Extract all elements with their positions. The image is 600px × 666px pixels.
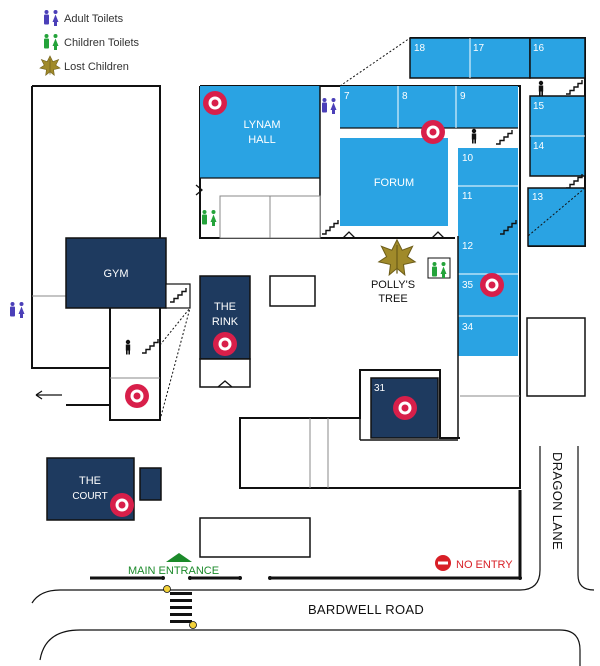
room-7-label: 7 <box>344 91 350 102</box>
adult-toilets-icon <box>10 302 25 318</box>
small-building <box>526 317 586 397</box>
lost-children-marker-icon <box>125 384 149 408</box>
person-icon <box>125 339 131 355</box>
lost-children-marker-icon <box>480 273 504 297</box>
gym[interactable]: GYM <box>65 237 167 309</box>
children-toilets-icon <box>202 210 217 226</box>
lynam-hall-label-2: HALL <box>248 134 276 146</box>
room-9-label: 9 <box>460 91 466 102</box>
pollys-tree-leaf-icon <box>378 239 416 276</box>
forum-label: FORUM <box>374 177 414 189</box>
no-entry-icon <box>435 555 451 571</box>
room-16-label: 16 <box>533 43 545 54</box>
perimeter-fence <box>90 490 522 580</box>
adult-toilets-icon <box>44 10 59 26</box>
adult-toilets-icon <box>322 98 337 114</box>
person-icon <box>471 128 477 144</box>
pedestrian-crossing <box>163 585 197 629</box>
lost-children-marker-icon <box>203 91 227 115</box>
lost-children-marker-icon <box>421 120 445 144</box>
stairs-icon <box>565 79 583 95</box>
room-35-label: 35 <box>462 280 474 291</box>
legend-children-toilets: Children Toilets <box>64 37 140 49</box>
room-11-label: 11 <box>462 191 473 202</box>
room-8-label: 8 <box>402 91 408 102</box>
stairs-icon <box>321 219 339 235</box>
the-rink[interactable]: THE RINK <box>199 275 251 388</box>
children-toilets-icon <box>44 34 59 50</box>
small-building <box>199 517 311 558</box>
lost-children-marker-icon <box>110 493 134 517</box>
court-label-1: THE <box>79 475 101 487</box>
lost-children-marker-icon <box>213 332 237 356</box>
dragon-lane-label: DRAGON LANE <box>550 452 565 550</box>
room-17-label: 17 <box>473 43 485 54</box>
gym-label: GYM <box>103 268 128 280</box>
lost-children-leaf-icon <box>39 55 61 76</box>
exit-arrow-icon <box>35 390 62 400</box>
the-court[interactable]: THE COURT <box>46 457 162 521</box>
room-13-label: 13 <box>532 192 544 203</box>
bardwell-road-label: BARDWELL ROAD <box>308 602 424 617</box>
small-building <box>269 275 316 307</box>
rink-label-1: THE <box>214 301 236 313</box>
room-31-label: 31 <box>374 383 386 394</box>
main-entrance-arrow-icon <box>166 553 192 562</box>
road-edges <box>31 446 595 666</box>
stairs-icon <box>495 129 513 145</box>
main-entrance-label[interactable]: MAIN ENTRANCE <box>128 565 219 577</box>
person-icon <box>538 80 544 96</box>
room-18-label: 18 <box>414 43 426 54</box>
room-12-label: 12 <box>462 241 474 252</box>
rink-label-2: RINK <box>212 316 239 328</box>
no-entry-label: NO ENTRY <box>456 559 513 571</box>
room-10-label: 10 <box>462 153 474 164</box>
north-east-wing: 18 17 16 15 14 13 <box>339 37 586 247</box>
room-34-label: 34 <box>462 322 474 333</box>
west-building <box>31 85 161 421</box>
room-15-label: 15 <box>533 101 545 112</box>
pollys-tree-label-1: POLLY'S <box>371 279 415 291</box>
stairs-icon <box>141 338 159 354</box>
forum[interactable] <box>340 138 448 226</box>
legend-adult-toilets: Adult Toilets <box>64 13 124 25</box>
pollys-tree-label-2: TREE <box>378 293 407 305</box>
legend-lost-children: Lost Children <box>64 61 129 73</box>
lost-children-marker-icon <box>393 396 417 420</box>
court-label-2: COURT <box>72 491 107 502</box>
room-14-label: 14 <box>533 141 545 152</box>
lynam-hall-label-1: LYNAM <box>243 119 280 131</box>
legend: Adult Toilets Children Toilets Lost Chil… <box>39 10 140 76</box>
